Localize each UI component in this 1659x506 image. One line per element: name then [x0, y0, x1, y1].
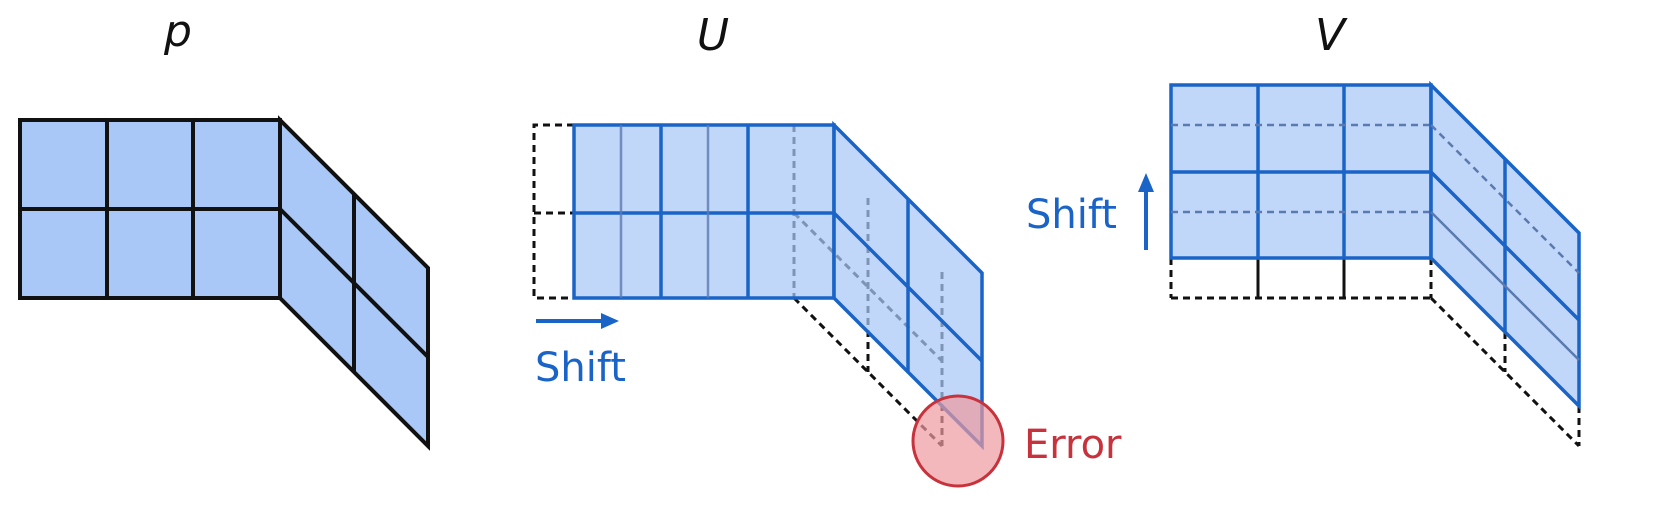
p-side-face — [278, 115, 430, 451]
error-circle-icon — [911, 394, 1005, 488]
v-shift-label: Shift — [1026, 192, 1117, 238]
u-shifted-front-face — [572, 123, 836, 300]
p-front-face — [18, 118, 282, 300]
v-shifted-front-face — [1169, 83, 1433, 260]
panel-v-title: V — [1315, 10, 1348, 61]
v-original-grid-dashed — [1169, 258, 1581, 448]
u-shift-label: Shift — [535, 345, 626, 391]
v-shifted-side-face — [1429, 80, 1581, 411]
panel-v: V — [1026, 10, 1581, 448]
panel-p: p — [18, 6, 430, 451]
shift-up-arrow-icon — [1138, 173, 1154, 250]
u-error-label: Error — [1024, 422, 1122, 468]
panel-p-title: p — [163, 6, 192, 57]
panel-u: U — [532, 10, 1122, 488]
shift-right-arrow-icon — [536, 313, 619, 329]
panel-u-title: U — [697, 10, 729, 61]
